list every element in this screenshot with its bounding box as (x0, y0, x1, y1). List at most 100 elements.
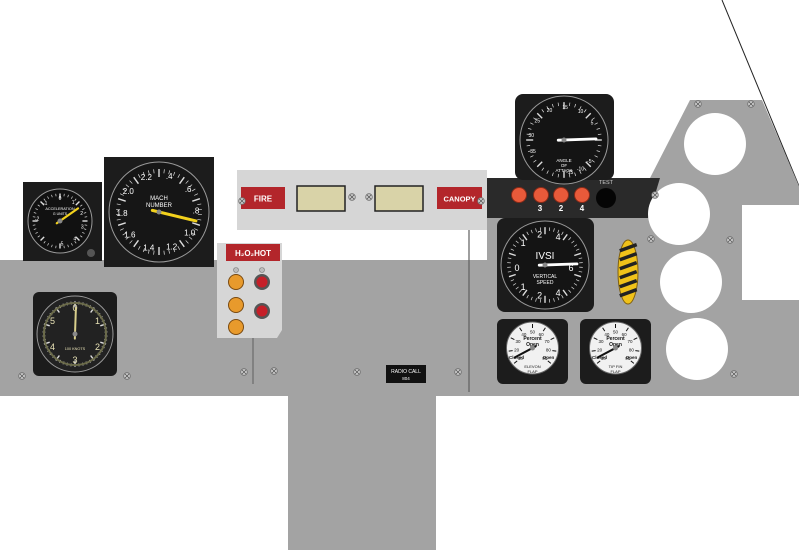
amber-lamp-2[interactable] (228, 297, 244, 313)
dial-tick (197, 218, 202, 221)
red-lamp-2[interactable] (256, 305, 268, 317)
panel-round-cutout-1 (684, 113, 746, 175)
yellow-handle[interactable] (617, 239, 639, 305)
dial-tick (33, 228, 37, 230)
dial-tick (583, 109, 587, 113)
radio-call-placard (386, 365, 426, 383)
tipfin-tick-label: 40 (604, 332, 610, 337)
flap-tick (625, 327, 629, 332)
panel-screw (233, 267, 239, 273)
ivsi-label: IVSI (536, 251, 555, 262)
dial-tick (574, 273, 582, 278)
annunciator-window-1 (296, 185, 346, 212)
panel-screw (238, 197, 246, 205)
handle-stripe (619, 278, 638, 289)
dial-tick (47, 196, 49, 199)
dial-tick (40, 201, 45, 206)
accelerometer-tick-label: 2 (80, 211, 83, 217)
flap-tick (591, 350, 596, 352)
dial-tick (597, 145, 602, 147)
screw-slot (731, 371, 737, 377)
dial-tick (574, 172, 577, 177)
selector-button-1[interactable] (511, 187, 527, 203)
ivsi-tick-label: 2 (537, 230, 542, 240)
dial-tick (512, 283, 517, 286)
accelerometer-knob[interactable] (87, 249, 95, 257)
ivsi-tick-label: 0 (514, 263, 519, 273)
dial-tick (129, 240, 133, 244)
dial-tick (125, 184, 130, 188)
dial-tick (562, 233, 568, 241)
dial-tick (578, 271, 583, 273)
dial-tick (119, 193, 124, 196)
elevon-dial: 102030405060708090PercentOpenClosedOpenE… (506, 321, 559, 375)
dial-tick (535, 228, 537, 232)
fire-warning-light[interactable] (241, 187, 285, 209)
selector-button-2[interactable] (533, 187, 549, 203)
selector-button-4[interactable] (574, 187, 590, 203)
dial-tick (561, 231, 564, 236)
dial-tick (526, 145, 531, 147)
amber-lamp-3[interactable] (228, 319, 244, 335)
dial-tick (527, 150, 532, 153)
dial-tick (33, 212, 37, 214)
airspeed-tick-label: 2 (95, 342, 100, 352)
accelerometer-tick-label: -2 (35, 217, 40, 223)
ivsi-sublabel: VERTICAL (533, 274, 558, 280)
screw-slot (354, 369, 360, 375)
elevon-tick-label: 30 (515, 339, 521, 344)
canopy-warning-light[interactable] (437, 187, 482, 209)
elevon-tick-label: 50 (530, 330, 536, 335)
dial-tick (43, 198, 46, 202)
test-label: TEST (599, 180, 614, 186)
panel-screw (747, 100, 755, 108)
aoa-tick-label: 10 (578, 109, 584, 115)
dial-tick (67, 244, 69, 248)
dial-tick (546, 106, 549, 110)
flap-tick (593, 337, 598, 341)
ivsi-tick-label: 4 (556, 288, 561, 298)
screw-slot (19, 373, 25, 379)
button-strip (487, 178, 660, 218)
tipfin-label: TIP FIN (609, 364, 623, 369)
dial-tick (51, 194, 53, 198)
dial-tick (533, 159, 537, 163)
selector-button-3[interactable] (553, 187, 569, 203)
dial-tick (142, 171, 145, 176)
mach-tick-label: .4 (166, 172, 173, 181)
elevon-tick-label: 20 (514, 348, 520, 353)
fire-label: FIRE (254, 195, 273, 204)
dial-tick (553, 228, 555, 232)
aoa-tick-label: -15 (566, 170, 573, 176)
panel-screw (18, 372, 26, 380)
dial-tick (507, 271, 512, 273)
dial-tick (594, 155, 598, 158)
panel-screw (270, 367, 278, 375)
h2o2-hot-warning[interactable] (226, 244, 280, 261)
aoa-tick-label: 5 (591, 120, 594, 126)
dial-tick (147, 170, 150, 175)
dial-tick (179, 239, 185, 248)
dial-tick (557, 229, 560, 234)
aoa-label: ANGLE (556, 158, 571, 163)
dial-tick (568, 237, 572, 241)
panel-screw (348, 193, 356, 201)
canopy-label: CANOPY (443, 195, 475, 204)
panel-screw (123, 372, 131, 380)
panel-round-cutout-3 (660, 251, 722, 313)
dial-tick (553, 298, 555, 302)
elevon-tick-label: 90 (542, 356, 548, 361)
tipfin-tick-label: 20 (597, 348, 603, 353)
radio-call-label: RADIO CALL (391, 369, 421, 375)
tipfin-tick-label: 60 (622, 332, 628, 337)
dial-tick (562, 289, 568, 297)
test-button[interactable] (596, 188, 616, 208)
elevon-title: Percent (523, 336, 542, 342)
screw-slot (349, 194, 355, 200)
needle-hub (561, 137, 567, 143)
red-lamp-1[interactable] (256, 276, 268, 288)
elevon-label: FLAP (527, 369, 537, 374)
amber-lamp-1[interactable] (228, 274, 244, 290)
